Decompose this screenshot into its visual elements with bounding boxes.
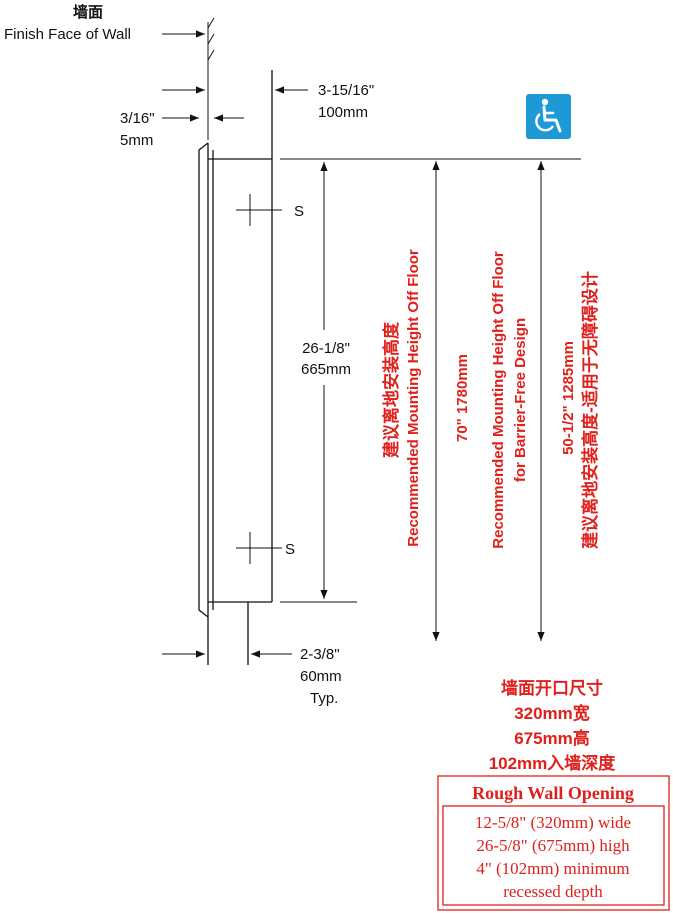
side-dimension-mm: 60mm [300,668,342,685]
mounting-height-label-en: Recommended Mounting Height Off Floor [405,249,422,547]
rough-opening-cn-width: 320mm宽 [514,703,590,723]
screw-crosshair-bottom [236,532,282,564]
screw-label-top: S [294,203,304,220]
height-dimension-inches: 26-1/8" [302,340,350,357]
rough-opening-depth: 4" (102mm) minimum [476,859,629,878]
rough-opening-cn-title: 墙面开口尺寸 [501,678,603,698]
wall-label-cn: 墙面 [73,3,103,21]
rough-opening-title: Rough Wall Opening [472,783,634,803]
mounting-height-value: 70" 1780mm [454,354,471,442]
rough-opening-cn-depth: 102mm入墙深度 [489,753,617,773]
finish-face-label: Finish Face of Wall [4,26,131,43]
height-dimension [280,158,581,603]
fixture-side-profile [198,70,273,665]
barrier-free-height-value: 50-1/2" 1285mm [560,341,577,455]
depth-dimension-inches: 3-15/16" [318,82,374,99]
mounting-height-arrows [432,161,545,641]
wheelchair-accessibility-icon [526,94,571,139]
barrier-free-label-en-line1: Recommended Mounting Height Off Floor [490,251,507,549]
rough-opening-width: 12-5/8" (320mm) wide [475,813,631,832]
rough-opening-height: 26-5/8" (675mm) high [476,836,630,855]
wall-hatch [207,17,215,140]
side-dimension-inches: 2-3/8" [300,646,340,663]
barrier-free-label-en-line2: for Barrier-Free Design [512,318,529,482]
rough-opening-depth-cont: recessed depth [503,882,603,901]
flange-thickness-dimension [162,86,244,122]
flange-dimension-mm: 5mm [120,132,153,149]
mounting-height-label-cn: 建议离地安装高度 [381,321,401,458]
flange-dimension-inches: 3/16" [120,110,155,127]
height-dimension-mm: 665mm [301,361,351,378]
barrier-free-label-cn: 建议离地安装高度-适用于无障碍设计 [580,271,600,549]
depth-dimension-mm: 100mm [318,104,368,121]
rough-opening-box: Rough Wall Opening 12-5/8" (320mm) wide … [437,775,670,911]
rough-opening-note-cn: 墙面开口尺寸 320mm宽 675mm高 102mm入墙深度 [489,678,617,773]
screw-crosshair-top [236,194,282,226]
screw-label-bottom: S [285,541,295,558]
side-dimension-typ: Typ. [310,690,338,707]
rough-opening-cn-height: 675mm高 [514,728,590,748]
